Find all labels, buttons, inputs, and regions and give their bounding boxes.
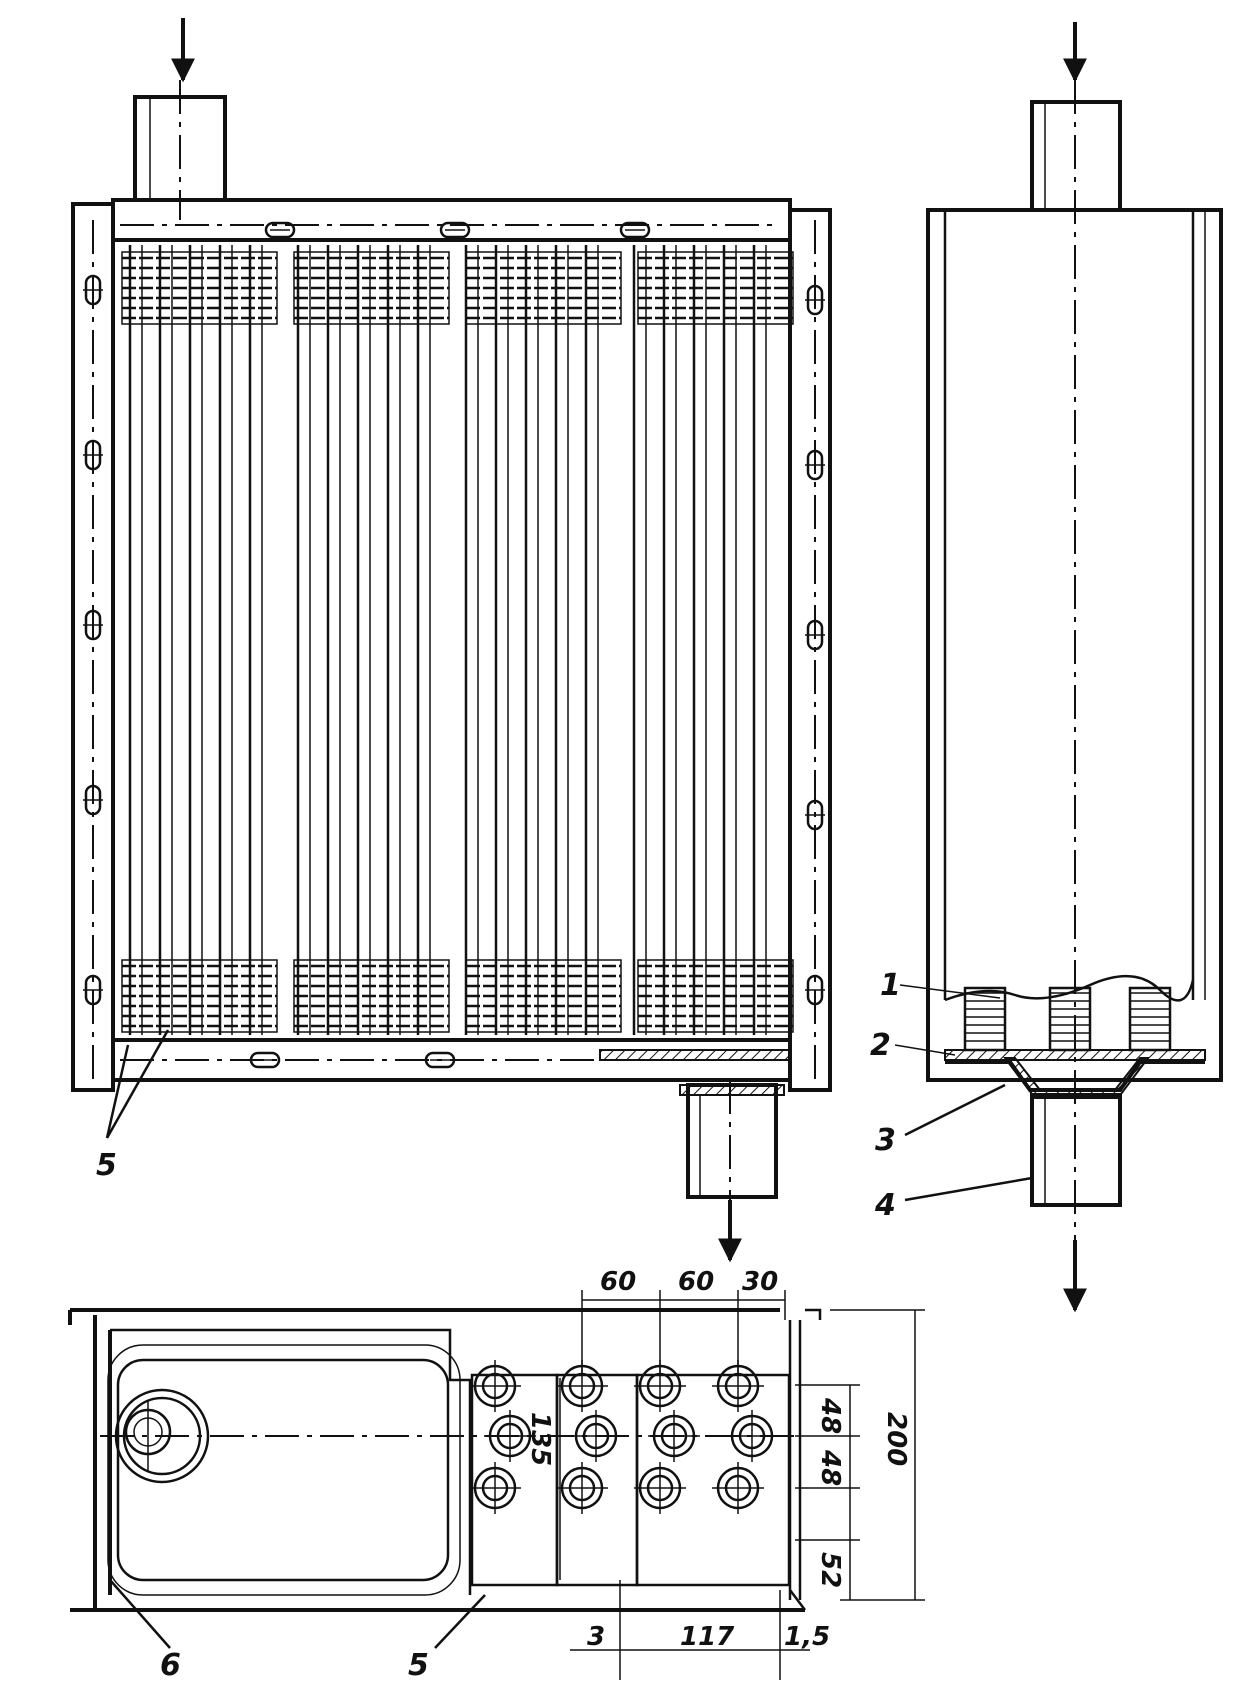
callout-3: 3 xyxy=(875,1083,1006,1158)
plan-view: 60 60 30 135 48 48 52 200 3 117 1,5 6 5 xyxy=(68,1267,925,1683)
fin-block xyxy=(465,959,622,1033)
fin-block xyxy=(637,959,794,1033)
tube xyxy=(326,245,341,1035)
tube-holes xyxy=(469,1360,778,1514)
tube xyxy=(722,245,737,1035)
top-header xyxy=(111,198,792,242)
callout-5-plan-label: 5 xyxy=(408,1648,429,1683)
tube xyxy=(356,245,371,1035)
tube xyxy=(584,245,599,1035)
dim-117: 117 xyxy=(680,1622,735,1652)
dim-60-a: 60 xyxy=(600,1267,636,1297)
callout-6-label: 6 xyxy=(160,1648,181,1683)
side-body xyxy=(926,80,1223,1310)
fin-block xyxy=(637,251,794,325)
dim-3: 3 xyxy=(587,1622,605,1652)
mounting-slot xyxy=(805,619,825,651)
tube xyxy=(464,245,479,1035)
side-frame-right xyxy=(788,208,832,1092)
callout-5-plan: 5 xyxy=(408,1594,486,1683)
collector-dish xyxy=(945,1057,1205,1099)
mounting-slot xyxy=(424,1051,456,1069)
bottom-header xyxy=(111,1038,792,1082)
fin-block xyxy=(121,959,278,1033)
side-section-view: 1 2 3 4 xyxy=(870,22,1223,1313)
dimension-labels: 60 60 30 135 48 48 52 200 3 117 1,5 xyxy=(525,1267,911,1652)
side-frame-left xyxy=(71,202,115,1092)
tube-hole xyxy=(469,1462,521,1514)
tube-hole xyxy=(712,1462,764,1514)
mounting-slot xyxy=(83,274,103,306)
tube xyxy=(128,245,143,1035)
callout-5-front: 5 xyxy=(96,1029,170,1183)
callout-1-label: 1 xyxy=(880,968,901,1003)
mounting-slot xyxy=(805,284,825,316)
callout-2: 2 xyxy=(870,1028,956,1063)
fin-block xyxy=(293,251,450,325)
tube xyxy=(752,245,767,1035)
tube-plate-blocks xyxy=(470,1373,791,1587)
mounting-slot xyxy=(83,784,103,816)
callout-6: 6 xyxy=(109,1579,181,1683)
tube xyxy=(386,245,401,1035)
mounting-slot xyxy=(264,221,296,239)
mounting-slot xyxy=(805,449,825,481)
dim-52: 52 xyxy=(815,1552,845,1588)
mounting-slot xyxy=(439,221,471,239)
mounting-slot xyxy=(805,974,825,1006)
dim-200: 200 xyxy=(881,1412,911,1466)
mounting-slot xyxy=(619,221,651,239)
mounting-slot xyxy=(249,1051,281,1069)
mounting-slot xyxy=(805,799,825,831)
fin-block xyxy=(465,251,622,325)
tube-hole xyxy=(484,1410,536,1462)
tube-hole xyxy=(648,1410,700,1462)
tube xyxy=(662,245,677,1035)
callout-4: 4 xyxy=(874,1176,1033,1223)
dim-1-5: 1,5 xyxy=(784,1622,830,1652)
tube-hole xyxy=(469,1360,521,1412)
tube xyxy=(554,245,569,1035)
tube-plate xyxy=(944,1049,1206,1061)
tube xyxy=(188,245,203,1035)
dim-48-b: 48 xyxy=(815,1449,845,1486)
mounting-slot xyxy=(83,609,103,641)
callout-5-front-label: 5 xyxy=(96,1148,117,1183)
tube xyxy=(218,245,233,1035)
tube-hole xyxy=(570,1410,622,1462)
callout-3-label: 3 xyxy=(875,1123,896,1158)
tube-section xyxy=(1128,986,1172,1052)
tube xyxy=(296,245,311,1035)
mounting-slot xyxy=(83,439,103,471)
tube xyxy=(524,245,539,1035)
side-outlet-pipe xyxy=(1030,1093,1122,1207)
fin-block xyxy=(293,959,450,1033)
outlet-pipe xyxy=(679,1080,785,1215)
callout-1: 1 xyxy=(880,968,1001,1003)
tube-hole xyxy=(726,1410,778,1462)
mounting-slot xyxy=(83,974,103,1006)
tube-core xyxy=(121,245,794,1035)
dim-30: 30 xyxy=(742,1267,778,1297)
tube xyxy=(158,245,173,1035)
tube xyxy=(248,245,263,1035)
callout-2-label: 2 xyxy=(870,1028,891,1063)
tube-hole xyxy=(556,1462,608,1514)
fin-block xyxy=(121,251,278,325)
plan-inlet-chamber xyxy=(107,1344,461,1596)
tube xyxy=(692,245,707,1035)
dimension-lines xyxy=(559,1290,925,1680)
side-tube-section xyxy=(963,986,1172,1052)
dim-135: 135 xyxy=(525,1412,555,1466)
dim-48-a: 48 xyxy=(815,1397,845,1434)
dim-60-b: 60 xyxy=(678,1267,714,1297)
tube xyxy=(416,245,431,1035)
callout-4-label: 4 xyxy=(874,1188,896,1223)
front-view: 5 xyxy=(71,18,832,1263)
tube-hole xyxy=(634,1462,686,1514)
tube xyxy=(494,245,509,1035)
tube xyxy=(632,245,647,1035)
